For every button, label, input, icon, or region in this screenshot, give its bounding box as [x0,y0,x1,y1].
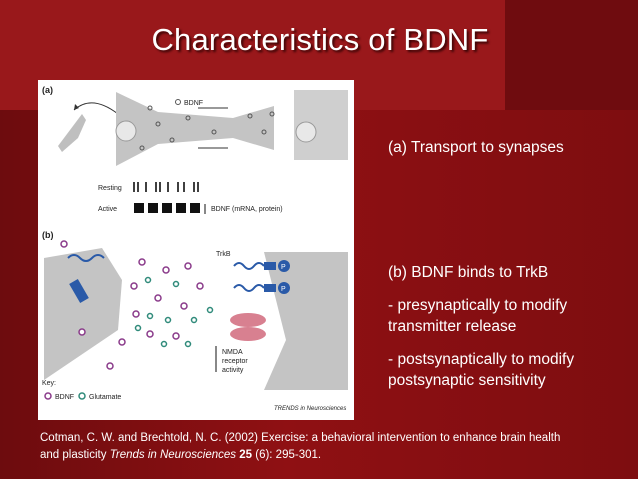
caption-b2-line2: postsynaptic sensitivity [388,372,546,389]
key-glutamate-icon [78,392,86,400]
citation-line-2: and plasticity Trends in Neurosciences 2… [40,447,630,464]
active-label: Active [98,206,117,213]
resting-spikes [133,182,199,192]
presynaptic-receptor [69,278,89,304]
postsynaptic-spine [264,252,348,390]
trkb-coil-2 [233,284,265,292]
nmda-receptor-top [230,313,266,327]
key-bdnf-icon [44,392,52,400]
bdnf-vesicles-a [139,105,275,151]
active-spikes [134,203,200,213]
phospho-label-2: P [281,286,286,293]
source-credit: TRENDS in Neurosciences [274,406,346,412]
phospho-circle-2 [278,282,290,294]
citation: Cotman, C. W. and Brechtold, N. C. (2002… [40,430,630,464]
panel-b-label: (b) [42,230,54,240]
caption-b1-line2: transmitter release [388,318,517,335]
caption-a: (a) Transport to synapses [388,139,564,156]
citation-journal: Trends in Neurosciences [109,449,237,461]
nmda-label-1: NMDA [222,349,243,356]
citation-volume: 25 [239,449,253,461]
trkb-label: TrkB [216,251,231,258]
nucleus-a [115,120,137,142]
title-band-dark [505,0,638,110]
nmda-receptor-bottom [230,327,266,341]
left-neuron-a [58,114,86,152]
bdnf-diagram: (a) BDNF Resting Active BDNF (mRNA, prot… [42,85,348,412]
trkb-receptor-1 [264,262,276,270]
nmda-label-2: receptor [222,358,248,365]
nucleus-right-a [295,121,317,143]
key-label: Key: [42,380,56,387]
bdnf-figure: (a) BDNF Resting Active BDNF (mRNA, prot… [38,80,354,420]
trkb-receptor-2 [264,284,276,292]
slide-title: Characteristics of BDNF [151,22,489,57]
citation-line-1: Cotman, C. W. and Brechtold, N. C. (2002… [40,432,561,444]
trkb-coil-1 [233,262,265,270]
resting-label: Resting [98,185,122,192]
phospho-circle-1 [278,260,290,272]
phospho-label-1: P [281,264,286,271]
panel-a-label: (a) [42,85,53,95]
active-result: BDNF (mRNA, protein) [211,206,283,213]
presynaptic-terminal [44,248,122,380]
caption-b2-line1: - postsynaptically to modify [388,351,575,368]
presynaptic-trkb-coil [67,254,105,262]
citation-and-plasticity: and plasticity [40,449,107,461]
citation-issue-pages: (6): 295-301. [255,449,322,461]
bdnf-particles [60,240,204,370]
nmda-label-3: activity [222,367,244,374]
retrograde-arrow [73,102,119,115]
glutamate-particles [134,276,214,348]
key-glutamate-label: Glutamate [89,394,121,401]
bdnf-dot-icon [175,99,181,105]
center-neuron-a [116,92,274,166]
bdnf-label-a: BDNF [184,100,203,107]
caption-b1-line1: - presynaptically to modify [388,297,568,314]
right-neuron-a [294,90,348,160]
key-bdnf-label: BDNF [55,394,74,401]
arrow-head [74,104,79,110]
caption-b: (b) BDNF binds to TrkB [388,264,549,281]
